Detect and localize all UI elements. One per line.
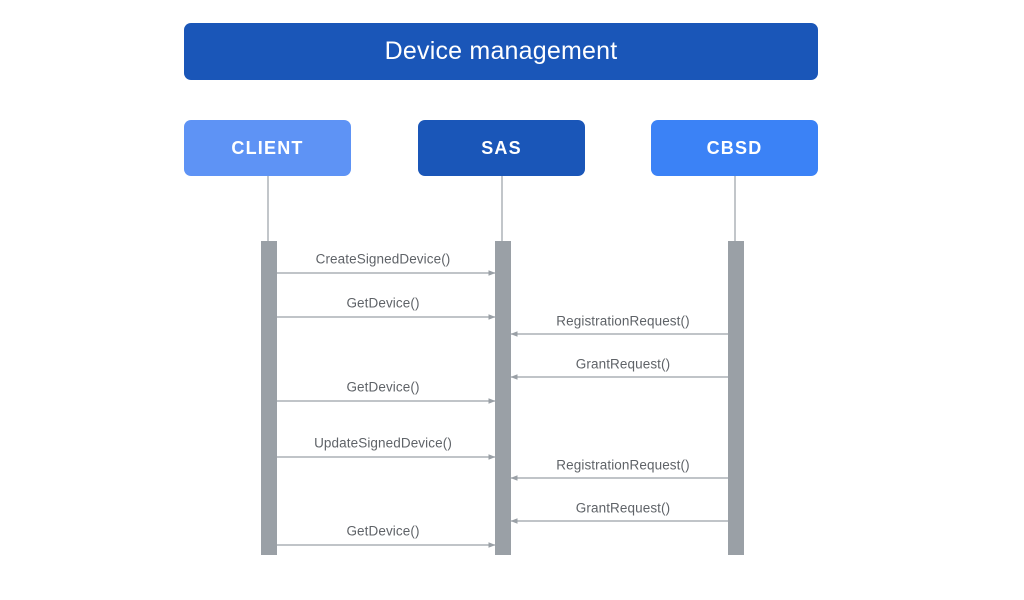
message-label-2: GetDevice() [346,295,420,311]
activation-bar-cbsd [728,241,744,555]
activation-bar-client [261,241,277,555]
actor-box-cbsd[interactable]: CBSD [651,120,818,176]
actor-label-client: CLIENT [231,138,304,158]
message-label-8: GrantRequest() [575,500,671,516]
message-label-5: GetDevice() [346,379,420,395]
activation-bar-sas [495,241,511,555]
message-label-1: CreateSignedDevice() [315,251,451,267]
message-label-4: GrantRequest() [575,356,671,372]
message-label-9: GetDevice() [346,523,420,539]
diagram-title-label: Device management [384,37,618,65]
activation-bars-group [261,241,744,555]
message-label-3: RegistrationRequest() [556,313,690,329]
message-arrows-group [277,270,728,548]
actor-label-sas: SAS [481,138,522,158]
message-label-7: RegistrationRequest() [556,457,690,473]
diagram-title-banner: Device management [184,23,818,80]
actor-box-client[interactable]: CLIENT [184,120,351,176]
lifelines-group [267,176,736,241]
actor-label-cbsd: CBSD [706,138,763,158]
actor-box-sas[interactable]: SAS [418,120,585,176]
message-label-6: UpdateSignedDevice() [314,435,452,451]
